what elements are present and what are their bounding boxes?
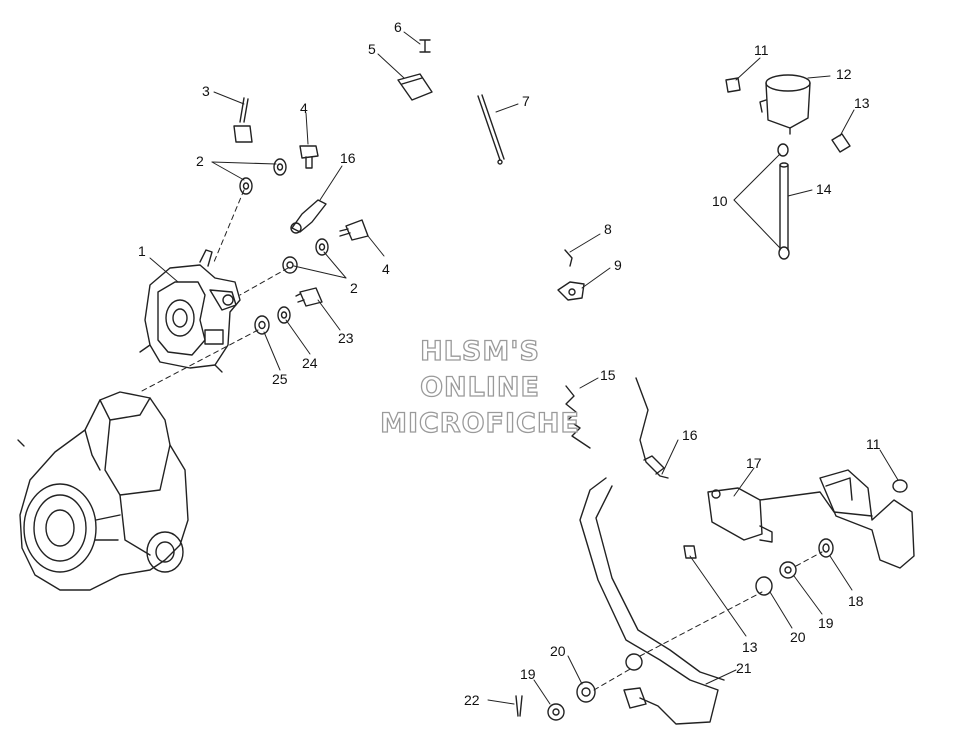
callout-10: 10 <box>712 193 728 209</box>
callout-labels: 1 2 2 3 4 4 5 6 7 8 9 10 11 11 12 13 13 … <box>138 19 881 708</box>
callout-4-lower: 4 <box>382 261 390 277</box>
callout-8: 8 <box>604 221 612 237</box>
callout-2-lower: 2 <box>350 280 358 296</box>
callout-13-lower: 13 <box>742 639 758 655</box>
watermark-line-2: ONLINE <box>419 371 540 403</box>
brake-pedal-assembly <box>515 469 915 725</box>
callout-23: 23 <box>338 330 354 346</box>
callout-17: 17 <box>746 455 762 471</box>
callout-1: 1 <box>138 243 146 259</box>
watermark-line-3: MICROFICHE <box>379 407 580 439</box>
left-hardware <box>139 97 369 393</box>
callout-19-left: 19 <box>520 666 536 682</box>
leader-lines <box>149 31 899 705</box>
callout-11-upper: 11 <box>754 42 769 58</box>
callout-5: 5 <box>368 41 376 57</box>
callout-21: 21 <box>736 660 752 676</box>
callout-24: 24 <box>302 355 318 371</box>
callout-25: 25 <box>272 371 288 387</box>
callout-15: 15 <box>600 367 616 383</box>
reservoir-assembly <box>725 74 851 260</box>
callout-19-right: 19 <box>818 615 834 631</box>
callout-14: 14 <box>816 181 832 197</box>
brake-caliper <box>139 249 241 373</box>
callout-22: 22 <box>464 692 480 708</box>
callout-13-upper: 13 <box>854 95 870 111</box>
callout-4-upper: 4 <box>300 100 308 116</box>
callout-11-lower: 11 <box>866 436 881 452</box>
callout-20-left: 20 <box>550 643 566 659</box>
callout-2-upper: 2 <box>196 153 204 169</box>
transmission-housing <box>17 391 189 591</box>
center-hardware <box>557 249 669 479</box>
callout-7: 7 <box>522 93 530 109</box>
callout-12: 12 <box>836 66 852 82</box>
callout-9: 9 <box>614 257 622 273</box>
callout-16-upper: 16 <box>340 150 356 166</box>
watermark-line-1: HLSM'S <box>419 335 540 367</box>
callout-16-lower: 16 <box>682 427 698 443</box>
top-center-hardware <box>397 39 505 165</box>
callout-6: 6 <box>394 19 402 35</box>
callout-3: 3 <box>202 83 210 99</box>
callout-20-right: 20 <box>790 629 806 645</box>
callout-18: 18 <box>848 593 864 609</box>
